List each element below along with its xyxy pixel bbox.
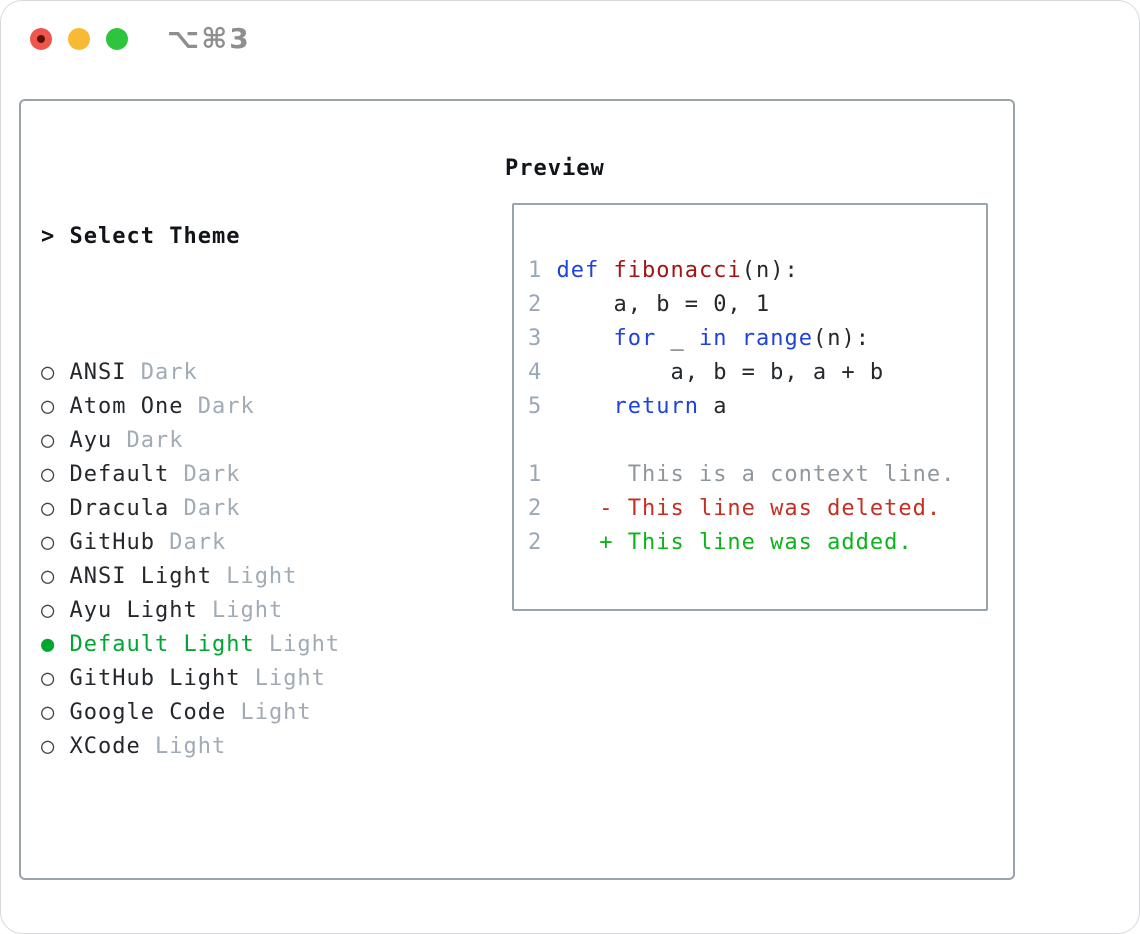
theme-picker-panel: > Select Theme ○ ANSI Dark ○ Atom One Dar… (19, 99, 1015, 880)
theme-option[interactable]: ○ Dracula Dark (41, 496, 241, 521)
preview-code-line: 2 + This line was added. (528, 530, 913, 555)
window-title: ⌥⌘3 (167, 22, 251, 55)
theme-option[interactable]: ○ Ayu Light Light (41, 598, 284, 623)
titlebar: ⌥⌘3 (1, 1, 1139, 77)
theme-option[interactable]: ○ ANSI Light Light (41, 564, 298, 589)
theme-option[interactable]: ○ Atom One Dark (41, 394, 255, 419)
minimize-button[interactable] (68, 28, 90, 50)
zoom-button[interactable] (106, 28, 128, 50)
preview-heading: Preview (505, 156, 605, 181)
select-theme-heading: > Select Theme (41, 220, 440, 254)
theme-option[interactable]: ○ GitHub Dark (41, 530, 227, 555)
preview-code-line: 1 def fibonacci(n): (528, 258, 799, 283)
preview-code-line: 1 This is a context line. (528, 462, 956, 487)
theme-option[interactable]: ● Default Light Light (41, 632, 341, 657)
preview-code-line: 5 return a (528, 394, 728, 419)
close-button[interactable] (30, 28, 52, 50)
preview-code-line: 4 a, b = b, a + b (528, 360, 885, 385)
theme-option[interactable]: ○ GitHub Light Light (41, 666, 326, 691)
theme-option[interactable]: ○ Default Dark (41, 462, 241, 487)
spacer (41, 866, 440, 900)
focus-marker: > (41, 224, 56, 249)
preview-code-line: 2 - This line was deleted. (528, 496, 942, 521)
theme-option[interactable]: ○ Ayu Dark (41, 428, 184, 453)
theme-selector: > Select Theme ○ ANSI Dark ○ Atom One Dar… (41, 152, 440, 933)
preview-code-line: 3 for _ in range(n): (528, 326, 870, 351)
preview-code-line: 2 a, b = 0, 1 (528, 292, 771, 317)
theme-option[interactable]: ○ XCode Light (41, 734, 227, 759)
close-dot-icon (37, 35, 45, 43)
select-theme-heading-label: Select Theme (69, 224, 241, 249)
preview-box: 1 def fibonacci(n): 2 a, b = 0, 1 3 for _ … (512, 203, 988, 611)
theme-option[interactable]: ○ ANSI Dark (41, 360, 198, 385)
theme-list: ○ ANSI Dark ○ Atom One Dark ○ Ayu Dark ○ De… (41, 356, 440, 764)
theme-option[interactable]: ○ Google Code Light (41, 700, 312, 725)
preview-code-line (528, 424, 986, 458)
